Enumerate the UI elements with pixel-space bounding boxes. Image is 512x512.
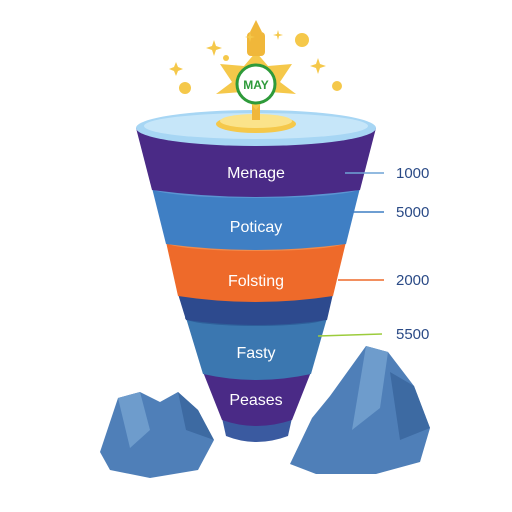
stage-label-poticay: Poticay [230, 219, 282, 236]
value-2000: 2000 [396, 272, 429, 289]
value-row-1: 1000 [345, 165, 429, 182]
value-row-3: 2000 [338, 272, 429, 289]
stage-label-menage: Menage [227, 165, 285, 182]
value-row-4: 5500 [317, 326, 429, 343]
right-rocks [290, 346, 430, 474]
value-5500: 5500 [396, 326, 429, 343]
stage-label-folsting: Folsting [228, 273, 284, 290]
badge-text: MAY [243, 78, 269, 92]
trophy-icon: MAY [216, 20, 296, 133]
left-rocks [100, 392, 214, 478]
value-5000: 5000 [396, 204, 429, 221]
funnel-band-navy [178, 294, 333, 325]
value-1000: 1000 [396, 165, 429, 182]
sparkles [169, 30, 342, 94]
value-row-2: 5000 [350, 204, 429, 221]
funnel-stage-5: Peases [203, 372, 311, 426]
stage-label-fasty: Fasty [236, 345, 275, 362]
stage-label-peases: Peases [229, 392, 282, 409]
